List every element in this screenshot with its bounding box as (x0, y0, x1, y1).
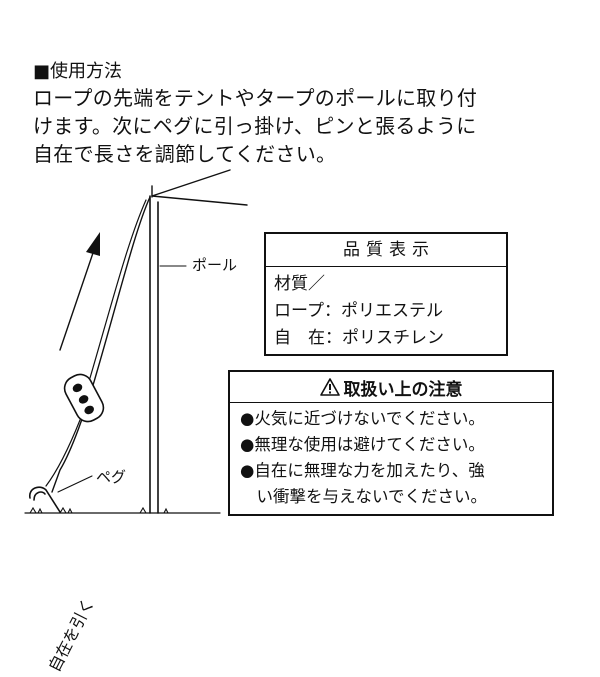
caution-item-2: ●無理な使用は避けてください。 (240, 435, 485, 454)
caution-box: 取扱い上の注意 ●火気に近づけないでください。 ●無理な使用は避けてください。 … (228, 370, 554, 516)
quality-label-box: 品質表示 材質／ ロープ：ポリエステル 自 在：ポリスチレン (264, 232, 508, 356)
usage-section: ■使用方法 ロープの先端をテントやタープのポールに取り付 けます。次にペグに引っ… (33, 60, 573, 168)
material-heading: 材質／ (274, 274, 325, 294)
warning-icon (319, 378, 340, 396)
caution-item-1: ●火気に近づけないでください。 (240, 409, 485, 428)
pole-label: ポール (192, 256, 238, 274)
tent-line-upper (151, 169, 231, 197)
usage-line-1: ロープの先端をテントやタープのポールに取り付 (33, 86, 478, 110)
material-rope: ロープ：ポリエステル (274, 301, 443, 321)
rope-return (89, 199, 147, 379)
tent-line-lower (151, 195, 248, 206)
pull-arrow-shaft (59, 249, 95, 351)
caution-title: 取扱い上の注意 (343, 379, 463, 400)
material-adjuster: 自 在：ポリスチレン (274, 328, 444, 348)
peg (29, 486, 61, 513)
rope-loop (45, 419, 81, 487)
pull-arrow-head (86, 232, 100, 256)
rope (51, 196, 151, 493)
caution-header: 取扱い上の注意 (230, 372, 552, 403)
ground-grass (29, 506, 169, 514)
quality-label-body: 材質／ ロープ：ポリエステル 自 在：ポリスチレン (266, 267, 506, 352)
peg-label: ペグ (96, 468, 127, 486)
usage-heading: ■使用方法 (33, 61, 123, 82)
caution-item-3: ●自在に無理な力を加えたり、強 (240, 461, 485, 480)
caution-item-3-continued: い衝撃を与えないでください。 (240, 487, 488, 506)
usage-line-2: けます。次にペグに引っ掛け、ピンと張るように (33, 114, 477, 138)
caution-body: ●火気に近づけないでください。 ●無理な使用は避けてください。 ●自在に無理な力… (230, 403, 552, 510)
usage-line-3: 自在で長さを調節してください。 (33, 142, 337, 166)
rope-adjuster (63, 373, 105, 423)
quality-label-title: 品質表示 (266, 234, 506, 267)
tent-rope-diagram (24, 169, 248, 514)
peg-leader (57, 475, 93, 493)
